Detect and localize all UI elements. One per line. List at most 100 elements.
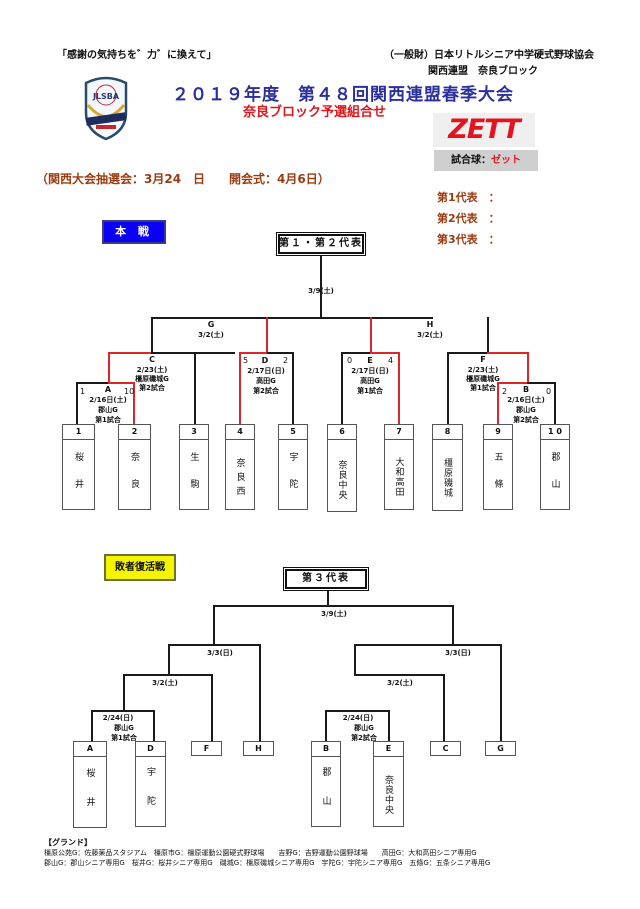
ball-maker: ゼット — [491, 155, 521, 166]
official-ball: 試合球：ゼット — [434, 150, 538, 171]
team-name: 宇陀 — [287, 452, 298, 506]
team-box: 7 大和高田 — [384, 424, 414, 510]
slot-team: 奈良中央 — [383, 775, 393, 815]
zett-logo: ZETT — [433, 113, 535, 147]
game-c-date: 2/23(土) — [136, 366, 168, 374]
team-number: 7 — [385, 425, 413, 440]
representative-1: 第1代表 ： — [437, 191, 500, 204]
game-e-match: 第1試合 — [357, 387, 383, 395]
game-e-date: 2/17日(日) — [351, 367, 389, 375]
slot-letter: A — [74, 742, 106, 757]
team-number: 1 0 — [541, 425, 569, 440]
consolation-slot: H — [243, 741, 274, 756]
game-f-match: 第1試合 — [470, 384, 496, 392]
consolation-slot: D 宇陀 — [135, 741, 166, 827]
game-c-ground: 橿原磯城G — [135, 375, 169, 383]
slogan: 「感謝の気持ちを゛力゛に換えて」 — [57, 50, 217, 61]
page-subtitle: 奈良ブロック予選組合せ — [243, 105, 387, 120]
consolation-slot: G — [485, 741, 516, 756]
game-f-ground: 橿原磯城G — [466, 375, 500, 383]
team-number: 2 — [119, 425, 150, 440]
representative-2: 第2代表 ： — [437, 212, 500, 225]
team-name: 郡山 — [549, 452, 560, 506]
game-b-ground: 郡山G — [516, 406, 536, 414]
grounds-line-1: 橿原公苑G：佐藤薬品スタジアム 橿原市G：橿原運動公園硬式野球場 吉野G：吉野運… — [44, 849, 477, 857]
team-box: 2 奈良 — [118, 424, 151, 510]
svg-text:JLSBA: JLSBA — [92, 92, 120, 101]
slot-letter: D — [136, 742, 165, 757]
game-c-id: C — [149, 355, 155, 364]
grounds-line-2: 郡山G：郡山シニア専用G 桜井G：桜井シニア専用G 磯城G：橿原磯城シニア専用G… — [44, 859, 491, 867]
team-name: 桜井 — [73, 452, 83, 506]
team-number: 3 — [180, 425, 208, 440]
main-tournament-badge: 本 戦 — [102, 220, 166, 244]
game-f-id: F — [480, 355, 486, 364]
game-h-id: H — [426, 320, 434, 329]
game-d-score-left: 5 — [243, 356, 249, 365]
consolation-slot: F — [191, 741, 222, 756]
team-number: 1 — [63, 425, 94, 440]
game-a-date: 2/16日(土) — [89, 396, 127, 404]
schedule-note: （関西大会抽選会：3月24 日 開会式：4月6日） — [36, 172, 330, 186]
game-a-ground: 郡山G — [98, 406, 118, 414]
game-b-match: 第2試合 — [513, 416, 539, 424]
team-number: 5 — [279, 425, 307, 440]
left-qf-date: 3/2(土) — [152, 679, 178, 687]
game-e-ground: 高田G — [360, 377, 380, 385]
consolation-badge: 敗者復活戦 — [104, 554, 176, 581]
consolation-slot: A 桜井 — [73, 741, 107, 828]
game-d-date: 2/17日(日) — [247, 367, 285, 375]
game-b-id: B — [522, 385, 530, 394]
ball-label: 試合球： — [451, 155, 491, 166]
brand-name: ZETT — [448, 114, 520, 145]
team-name: 大和高田 — [393, 457, 404, 497]
game-h-date: 3/2(土) — [417, 331, 443, 339]
game-d-match: 第2試合 — [253, 387, 279, 395]
team-box: 4 奈良西 — [225, 424, 255, 510]
game-b-score-left: 2 — [502, 387, 508, 396]
game-b-date: 2/16日(土) — [507, 396, 545, 404]
slot-letter: B — [312, 742, 340, 757]
game-f-date: 2/23(土) — [467, 366, 499, 374]
game-a-id: A — [104, 385, 112, 394]
game-e-score-left: 0 — [347, 356, 353, 365]
team-number: 9 — [484, 425, 512, 440]
left-r1-date: 2/24(日) — [102, 714, 134, 722]
organization-name: （一般財）日本リトルシニア中学硬式野球協会 — [384, 50, 594, 61]
third-representative-box: 第３代表 — [283, 567, 369, 591]
slot-team: 桜井 — [84, 767, 95, 826]
game-a-score-left: 1 — [80, 387, 86, 396]
consolation-slot: C — [430, 741, 461, 756]
consolation-final-date: 3/9(土) — [321, 610, 347, 618]
team-box: 9 五條 — [483, 424, 513, 510]
game-g-date: 3/2(土) — [198, 331, 224, 339]
game-e-score-right: 4 — [388, 356, 394, 365]
team-box: 3 生駒 — [179, 424, 209, 510]
left-semi-date: 3/3(日) — [207, 649, 233, 657]
final-representatives-box: 第１・第２代表 — [276, 232, 366, 256]
right-qf-date: 3/2(土) — [387, 679, 413, 687]
game-d-ground: 高田G — [256, 377, 276, 385]
team-name: 奈良西 — [234, 458, 245, 500]
left-r1-match: 第1試合 — [111, 734, 137, 742]
representative-3: 第3代表 ： — [437, 233, 500, 246]
team-number: 8 — [433, 425, 462, 440]
team-number: 4 — [226, 425, 254, 440]
game-g-id: G — [207, 320, 215, 329]
right-r1-ground: 郡山G — [354, 724, 374, 732]
game-d-score-right: 2 — [283, 356, 289, 365]
game-c-match: 第2試合 — [139, 384, 165, 392]
slot-letter: E — [374, 742, 403, 757]
slot-team: 宇陀 — [145, 767, 155, 825]
team-number: 6 — [328, 425, 356, 440]
team-name: 奈良 — [129, 452, 139, 506]
jlsba-shield-logo-icon: JLSBA — [82, 75, 130, 141]
team-box: 5 宇陀 — [278, 424, 308, 510]
consolation-slot: E 奈良中央 — [373, 741, 404, 827]
consolation-slot: B 郡山 — [311, 741, 341, 827]
final-date: 3/9(土) — [308, 287, 334, 295]
game-a-match: 第1試合 — [95, 416, 121, 424]
team-name: 五條 — [492, 452, 503, 506]
team-box: 8 橿原磯城 — [432, 424, 463, 511]
grounds-heading: 【グランド】 — [44, 838, 92, 847]
